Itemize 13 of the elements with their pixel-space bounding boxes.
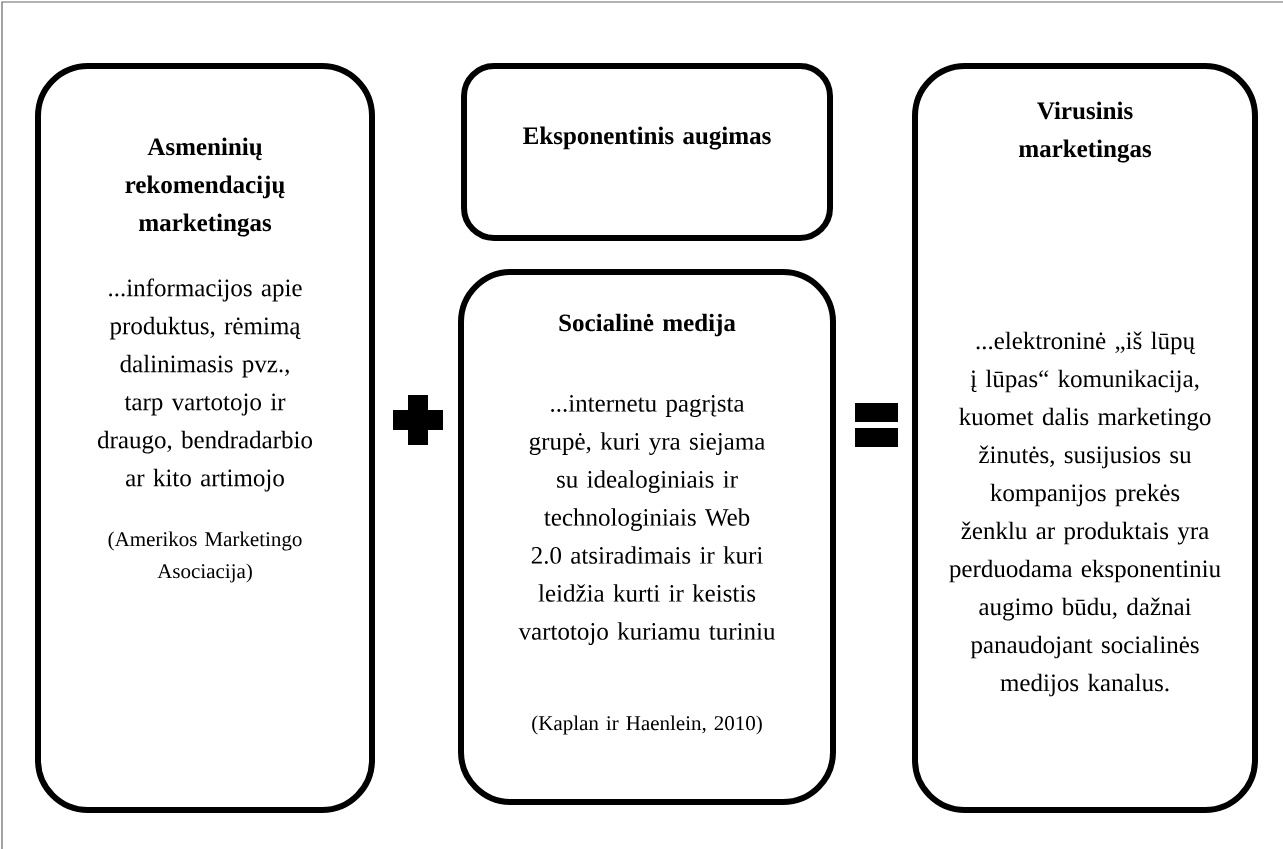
description-text: ...internetu pagrįsta grupė, kuri yra siejama su idealoginiais ir technologiniais Web 2.0 atsiradimais ir kuri leidžia kurti ir keistis vartotojo kuriamu turiniu — [518, 395, 776, 645]
box-heading: Asmeninių rekomendacijų marketingas — [125, 137, 285, 237]
box-heading: Eksponentinis augimas — [523, 126, 771, 150]
rounded-box — [461, 63, 833, 241]
description-text: ...elektroninė „iš lūpų į lūpas“ komunikacija, kuomet dalis marketingo žinutės, susijusios su kompanijos prekės ženklu ar produktais yra perduodama eksponentiniu augimo būdu, dažnai panaudojant socialinės medijos kanalus. — [949, 331, 1221, 697]
description-text: ...informacijos apie produktus, rėmimą dalinimasis pvz., tarp vartotojo ir draugo, bendradarbio ar kito artimojo — [97, 278, 312, 492]
citation-text: (Amerikos Marketingo Asociacija) — [108, 531, 302, 583]
rounded-box — [458, 269, 836, 805]
box-heading: Socialinė medija — [559, 313, 736, 337]
citation-text: (Kaplan ir Haenlein, 2010) — [532, 715, 762, 735]
box-heading: Virusinis marketingas — [1019, 101, 1152, 163]
rounded-box — [912, 63, 1258, 813]
rounded-box — [35, 63, 375, 813]
